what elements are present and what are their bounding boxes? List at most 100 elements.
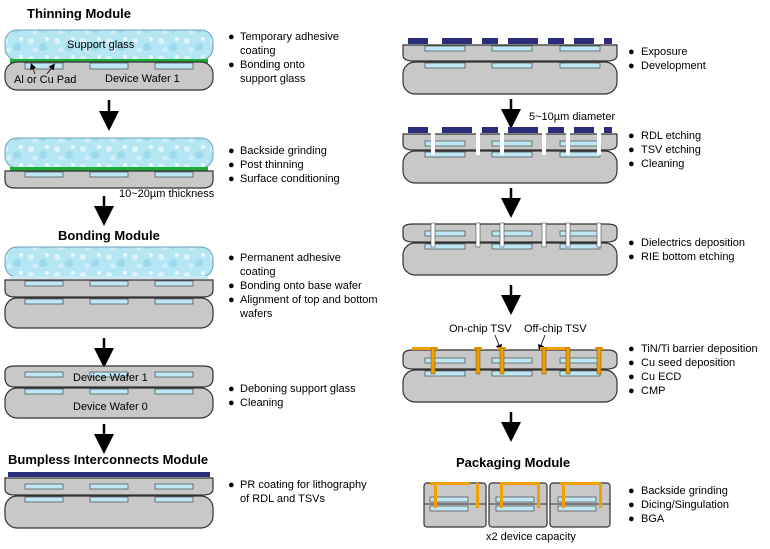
svg-text:●: ● <box>228 145 235 157</box>
step-text: Permanent adhesive <box>240 252 341 264</box>
right-stage-2-steps: ●RDL etching ●TSV etching ●Cleaning <box>628 130 701 170</box>
step-text: Bonding onto <box>240 59 305 71</box>
step-text: RDL etching <box>641 130 701 142</box>
svg-text:●: ● <box>628 485 635 497</box>
svg-text:●: ● <box>228 280 235 292</box>
stage-4-steps: ●Deboning support glass ●Cleaning <box>228 383 356 409</box>
step-text: Post thinning <box>240 159 304 171</box>
step-text: Exposure <box>641 46 687 58</box>
step-text: Dielectrics deposition <box>641 237 745 249</box>
step-text: support glass <box>240 73 306 85</box>
step-text: coating <box>240 45 275 57</box>
right-stage-4-steps: ● TiN/Ti barrier deposition ● Cu seed depo… <box>628 343 758 397</box>
step-text: TiN/Ti barrier deposition <box>641 343 758 355</box>
svg-text:●: ● <box>228 59 235 71</box>
thickness-label: 10~20µm thickness <box>119 188 215 200</box>
svg-text:●: ● <box>628 513 635 525</box>
capacity-label: x2 device capacity <box>486 531 576 543</box>
bumpless-module-title: Bumpless Interconnects Module <box>8 452 208 467</box>
right-stage-3-steps: ● Dielectrics deposition ● RIE bottom etch… <box>628 237 745 263</box>
support-glass <box>4 246 214 278</box>
step-text: Dicing/Singulation <box>641 499 729 511</box>
svg-text:●: ● <box>628 60 635 72</box>
svg-text:●: ● <box>628 499 635 511</box>
stage-5-illustration <box>4 472 214 529</box>
svg-text:●: ● <box>628 385 635 397</box>
adhesive-layer <box>10 59 208 63</box>
step-text: Backside grinding <box>641 485 728 497</box>
adhesive-layer <box>10 167 208 171</box>
svg-text:●: ● <box>228 383 235 395</box>
support-glass-label: Support glass <box>67 39 135 51</box>
step-text: Surface conditioning <box>240 173 340 185</box>
step-text: BGA <box>641 513 665 525</box>
step-text: RIE bottom etching <box>641 251 735 263</box>
device-wafer-0-label: Device Wafer 0 <box>73 401 148 413</box>
base-wafer <box>4 387 214 419</box>
svg-text:●: ● <box>228 173 235 185</box>
svg-text:●: ● <box>228 479 235 491</box>
svg-text:●: ● <box>628 46 635 58</box>
step-text: Backside grinding <box>240 145 327 157</box>
svg-text:●: ● <box>228 294 235 306</box>
svg-text:●: ● <box>228 397 235 409</box>
right-stage-5-steps: ● Backside grinding ● Dicing/Singulation ●… <box>628 485 729 525</box>
pad <box>89 62 129 70</box>
packaged-chip <box>488 482 548 528</box>
photoresist-layer <box>8 472 210 477</box>
svg-text:●: ● <box>228 159 235 171</box>
device-wafer-1-label: Device Wafer 1 <box>105 73 180 85</box>
step-text: wafers <box>239 308 273 320</box>
step-text: Development <box>641 60 706 72</box>
stage-1-steps: ● Temporary adhesive coating ● Bonding ont… <box>228 31 339 85</box>
support-glass <box>4 137 214 169</box>
step-text: Alignment of top and bottom <box>240 294 378 306</box>
step-text: CMP <box>641 385 665 397</box>
bonding-module-title: Bonding Module <box>58 228 160 243</box>
right-stage-5-illustration <box>423 482 611 528</box>
right-stage-4-illustration <box>402 347 618 403</box>
svg-text:●: ● <box>628 144 635 156</box>
stage-2-steps: ● Backside grinding ● Post thinning ● Surfa… <box>228 145 340 185</box>
stage-2-illustration <box>4 137 214 189</box>
svg-text:●: ● <box>628 371 635 383</box>
base-wafer <box>4 297 214 329</box>
stage-5-steps: ● PR coating for lithography of RDL and T… <box>228 479 367 505</box>
step-text: Deboning support glass <box>240 383 356 395</box>
step-text: of RDL and TSVs <box>240 493 325 505</box>
step-text: Temporary adhesive <box>240 31 339 43</box>
packaging-module-title: Packaging Module <box>456 455 570 470</box>
off-chip-tsv-label: Off-chip TSV <box>524 323 587 335</box>
right-stage-3-illustration <box>402 222 618 276</box>
on-chip-tsv-label: On-chip TSV <box>449 323 512 335</box>
step-text: Bonding onto base wafer <box>240 280 362 292</box>
base-wafer <box>4 495 214 529</box>
stage-1-illustration: Support glass Al or Cu Pad Device Wafer … <box>4 29 214 91</box>
step-text: TSV etching <box>641 144 701 156</box>
svg-text:●: ● <box>628 357 635 369</box>
thinning-module-title: Thinning Module <box>27 6 131 21</box>
step-text: Cleaning <box>641 158 684 170</box>
right-stage-2-illustration <box>402 127 618 184</box>
svg-text:●: ● <box>228 31 235 43</box>
packaged-chip <box>549 482 611 528</box>
packaged-chip <box>423 482 487 528</box>
stage-3-illustration <box>4 246 214 329</box>
step-text: coating <box>240 266 275 278</box>
pad <box>24 62 64 70</box>
svg-text:●: ● <box>628 251 635 263</box>
pad <box>154 62 194 70</box>
stage-4-illustration: Device Wafer 1 Device Wafer 0 <box>4 365 214 419</box>
svg-text:●: ● <box>628 158 635 170</box>
pad-label: Al or Cu Pad <box>14 74 76 86</box>
right-stage-1-steps: ● Exposure ● Development <box>628 46 706 72</box>
diameter-label: 5~10µm diameter <box>529 111 615 123</box>
step-text: Cu ECD <box>641 371 681 383</box>
stage-3-steps: ● Permanent adhesive coating ● Bonding ont… <box>228 252 378 320</box>
svg-text:●: ● <box>628 343 635 355</box>
right-stage-1-illustration <box>402 38 618 95</box>
step-text: PR coating for lithography <box>240 479 367 491</box>
step-text: Cu seed deposition <box>641 357 735 369</box>
svg-text:●: ● <box>628 237 635 249</box>
